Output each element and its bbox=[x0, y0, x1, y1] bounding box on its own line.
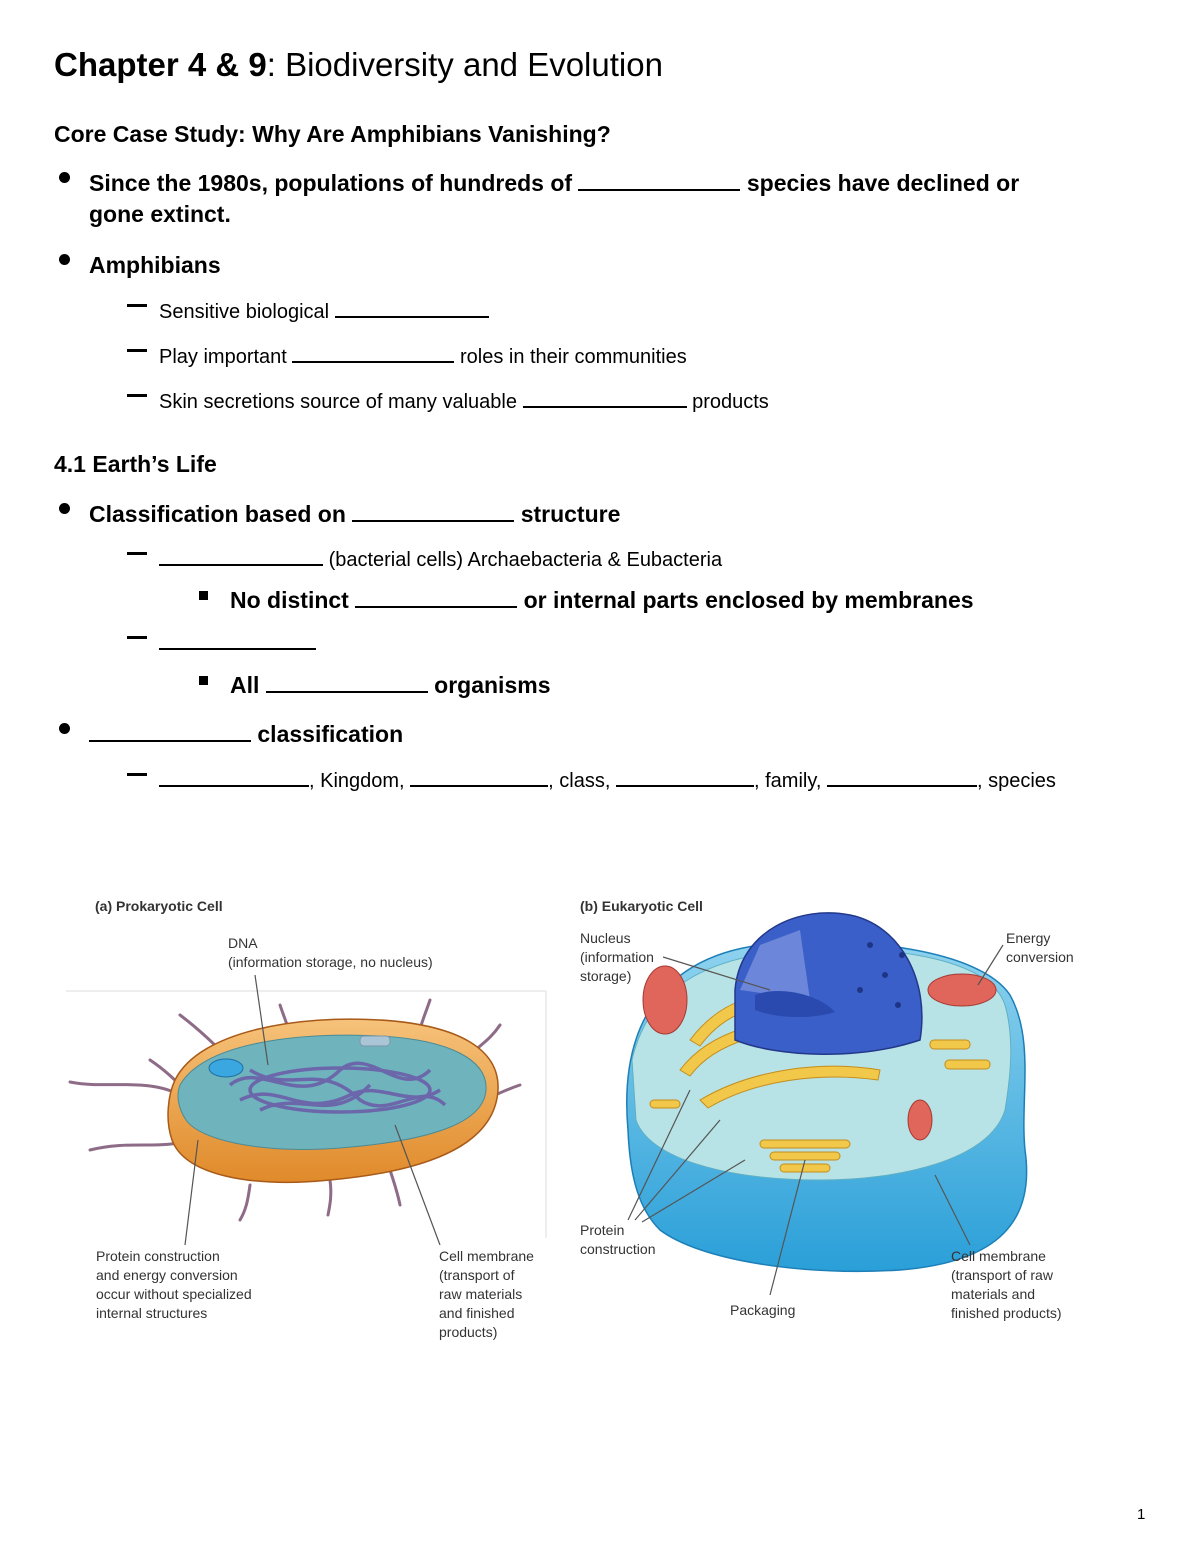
bullet bbox=[59, 723, 70, 734]
nucleus-label-3: storage) bbox=[580, 968, 631, 984]
fill-blank[interactable] bbox=[615, 784, 754, 787]
fill-blank[interactable] bbox=[578, 188, 741, 191]
prokaryote-membrane-label-1: Cell membrane bbox=[439, 1248, 534, 1264]
prokaryote-membrane-label-2: (transport of bbox=[439, 1267, 515, 1283]
fill-blank[interactable] bbox=[292, 360, 455, 363]
list-item: Classification based on structure bbox=[89, 501, 621, 527]
dash bbox=[127, 552, 147, 555]
dash bbox=[127, 773, 147, 776]
bullet bbox=[59, 503, 70, 514]
eukaryote-membrane-label-3: materials and bbox=[951, 1286, 1035, 1302]
fill-blank[interactable] bbox=[265, 690, 428, 693]
square-bullet bbox=[199, 591, 208, 600]
bullet bbox=[59, 254, 70, 265]
list-item: Since the 1980s, populations of hundreds… bbox=[89, 170, 1020, 196]
energy-label-1: Energy bbox=[1006, 930, 1050, 946]
dash bbox=[127, 349, 147, 352]
fill-blank[interactable] bbox=[410, 784, 549, 787]
nucleus-label-1: Nucleus bbox=[580, 930, 631, 946]
fill-blank[interactable] bbox=[159, 563, 323, 566]
eukaryotic-title: (b) Eukaryotic Cell bbox=[580, 898, 703, 914]
sub-sub-item: All organisms bbox=[230, 672, 551, 698]
fill-blank[interactable] bbox=[159, 647, 316, 650]
eukaryotic-cell-image bbox=[626, 912, 1028, 1296]
page-title: Chapter 4 & 9: Biodiversity and Evolutio… bbox=[54, 46, 663, 83]
eukaryote-membrane-label-2: (transport of raw bbox=[951, 1267, 1054, 1283]
sub-item: (bacterial cells) Archaebacteria & Eubac… bbox=[159, 549, 722, 572]
core-case-heading: Core Case Study: Why Are Amphibians Vani… bbox=[54, 121, 611, 147]
fill-blank[interactable] bbox=[159, 784, 309, 787]
energy-label-2: conversion bbox=[1006, 949, 1074, 965]
sub-item bbox=[159, 633, 316, 656]
prokaryotic-cell-image bbox=[68, 974, 522, 1246]
sub-sub-item: No distinct or internal parts enclosed b… bbox=[230, 587, 974, 613]
packaging-label: Packaging bbox=[730, 1302, 795, 1318]
eukaryote-membrane-label-4: finished products) bbox=[951, 1305, 1062, 1321]
dash bbox=[127, 394, 147, 397]
fill-blank[interactable] bbox=[826, 784, 977, 787]
fill-blank[interactable] bbox=[89, 739, 251, 742]
fill-blank[interactable] bbox=[352, 519, 515, 522]
prokaryotic-title: (a) Prokaryotic Cell bbox=[95, 898, 223, 914]
prokaryote-protein-label-4: internal structures bbox=[96, 1305, 207, 1321]
dna-sublabel: (information storage, no nucleus) bbox=[228, 954, 433, 970]
list-item: classification bbox=[89, 721, 403, 748]
section-heading: 4.1 Earth’s Life bbox=[54, 451, 217, 477]
eukaryote-membrane-label-1: Cell membrane bbox=[951, 1248, 1046, 1264]
prokaryote-membrane-label-3: raw materials bbox=[439, 1286, 522, 1302]
fill-blank[interactable] bbox=[355, 605, 518, 608]
prokaryote-protein-label-3: occur without specialized bbox=[96, 1286, 252, 1302]
dash bbox=[127, 304, 147, 307]
eukaryote-protein-label-1: Protein bbox=[580, 1222, 624, 1238]
fill-blank[interactable] bbox=[522, 405, 687, 408]
list-item: Amphibians bbox=[89, 252, 221, 278]
fill-blank[interactable] bbox=[334, 315, 489, 318]
prokaryote-protein-label-1: Protein construction bbox=[96, 1248, 220, 1264]
sub-item: Sensitive biological bbox=[159, 301, 489, 324]
prokaryote-membrane-label-5: products) bbox=[439, 1324, 497, 1340]
dna-label: DNA bbox=[228, 935, 258, 951]
cell-figure: (a) Prokaryotic Cell DNA (information st… bbox=[66, 898, 1074, 1340]
taxonomy-item: , Kingdom, , class, , family, , species bbox=[159, 770, 1056, 793]
sub-item: Skin secretions source of many valuable … bbox=[159, 391, 769, 413]
prokaryote-protein-label-2: and energy conversion bbox=[96, 1267, 238, 1283]
nucleus-label-2: (information bbox=[580, 949, 654, 965]
bullet bbox=[59, 172, 70, 183]
dash bbox=[127, 636, 147, 639]
sub-item: Play important roles in their communitie… bbox=[159, 346, 687, 368]
list-item-cont: gone extinct. bbox=[89, 201, 231, 227]
eukaryote-protein-label-2: construction bbox=[580, 1241, 655, 1257]
page-number: 1 bbox=[1137, 1506, 1146, 1523]
square-bullet bbox=[199, 676, 208, 685]
prokaryote-membrane-label-4: and finished bbox=[439, 1305, 515, 1321]
